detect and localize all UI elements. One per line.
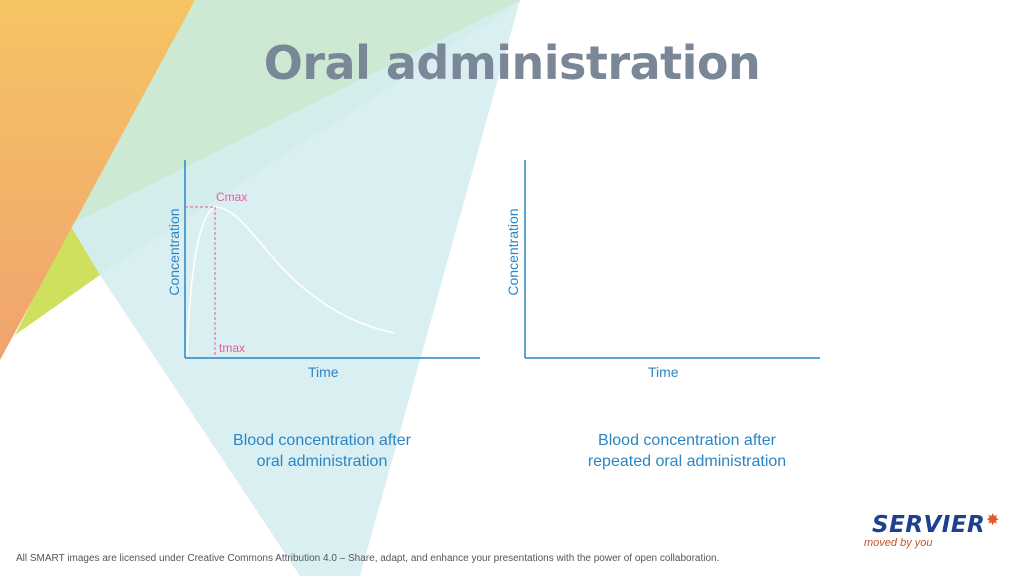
page-title: Oral administration	[263, 36, 761, 90]
cmax-label: Cmax	[216, 190, 248, 204]
caption-left-line1: Blood concentration after	[233, 432, 411, 449]
shape-light-blue-wedge	[70, 0, 520, 576]
graph-repeated-dose	[524, 160, 820, 359]
logo-star-icon: ✸	[986, 512, 1000, 529]
shape-lime-triangle	[15, 225, 100, 335]
caption-right-line1: Blood concentration after	[598, 432, 776, 449]
concentration-curve	[186, 206, 396, 356]
tmax-label: tmax	[219, 341, 246, 355]
caption-left-line2: oral administration	[256, 453, 388, 470]
shape-orange-triangle	[0, 0, 195, 360]
caption-right: Blood concentration after repeated oral …	[537, 430, 837, 472]
graph-single-dose	[184, 160, 480, 359]
license-footer: All SMART images are licensed under Crea…	[16, 553, 720, 564]
x-axis-label-right: Time	[648, 364, 679, 380]
x-axis-label-left: Time	[308, 364, 339, 380]
caption-left: Blood concentration after oral administr…	[172, 430, 472, 472]
caption-right-line2: repeated oral administration	[587, 453, 787, 470]
logo-tagline: moved by you	[864, 537, 933, 549]
servier-logo: SERVIER ✸ moved by you	[862, 512, 1002, 552]
y-axis-label-left: Concentration	[166, 208, 182, 296]
y-axis-label-right: Concentration	[505, 208, 521, 296]
logo-wordmark: SERVIER	[872, 512, 986, 538]
